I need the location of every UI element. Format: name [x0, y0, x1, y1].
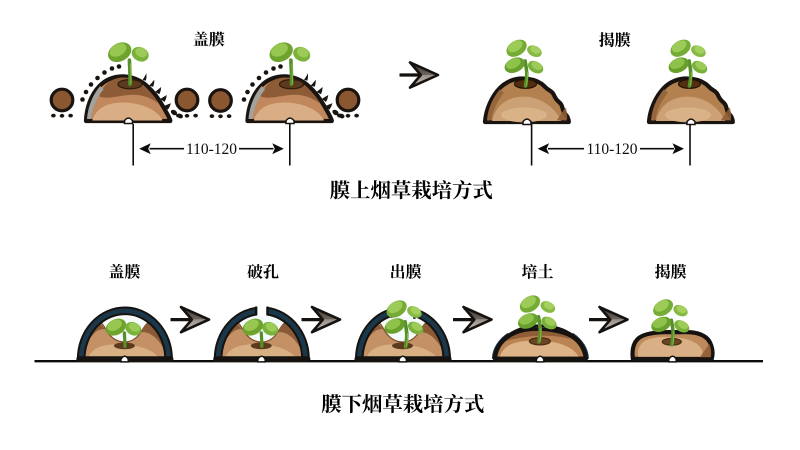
- row-spacing-left-value: 110-120: [186, 141, 237, 158]
- uncovered-ridge: [485, 36, 569, 124]
- dimension-arrowhead: [139, 143, 151, 155]
- soil-clod: [174, 87, 200, 120]
- svg-text:出膜: 出膜: [390, 263, 422, 281]
- lower-diagram: 盖膜 破孔 出膜 培土 揭膜: [34, 263, 763, 416]
- base-notch: [257, 355, 266, 363]
- stage-label: 破孔: [247, 263, 279, 281]
- step-arrow: [299, 305, 342, 334]
- stage-label: 盖膜: [108, 263, 140, 281]
- stage-label: 培土: [521, 263, 554, 281]
- row-spacing-right: 110-120: [530, 124, 691, 166]
- stage-hole-broken: [213, 305, 310, 363]
- lower-caption: 膜下烟草栽培方式: [321, 393, 484, 416]
- dimension-arrowhead: [672, 143, 684, 155]
- base-notch: [668, 355, 677, 363]
- base-notch: [535, 355, 545, 363]
- row-spacing-left: 110-120: [132, 124, 291, 166]
- svg-text:膜下烟草栽培方式: 膜下烟草栽培方式: [321, 393, 484, 416]
- svg-text:培土: 培土: [521, 263, 553, 281]
- dimension-arrowhead: [272, 143, 284, 155]
- step-arrow: [168, 305, 211, 334]
- stage-emerging: [355, 295, 452, 363]
- svg-text:揭膜: 揭膜: [599, 31, 631, 49]
- svg-text:盖膜: 盖膜: [108, 263, 140, 281]
- svg-text:膜上烟草栽培方式: 膜上烟草栽培方式: [330, 179, 493, 202]
- stage-film-on: [76, 311, 173, 362]
- upper-diagram: 盖膜 110-120 揭膜 110-120 膜: [49, 31, 733, 202]
- stage-label: 揭膜: [654, 263, 687, 281]
- soil-clod: [335, 87, 361, 120]
- row-spacing-right-value: 110-120: [586, 141, 637, 158]
- covered-ridge: [242, 38, 345, 123]
- stage-label: 出膜: [390, 263, 422, 281]
- covered-ridge: [80, 38, 183, 123]
- soil-clod: [49, 87, 75, 120]
- base-notch: [398, 355, 408, 363]
- base-notch: [120, 355, 130, 363]
- dimension-arrowhead: [537, 143, 550, 155]
- upper-caption: 膜上烟草栽培方式: [330, 179, 493, 202]
- step-arrow: [587, 305, 630, 334]
- step-arrow: [451, 305, 494, 334]
- svg-text:破孔: 破孔: [247, 263, 279, 281]
- soil-clod: [208, 88, 233, 120]
- stage-film-removed: [630, 294, 715, 363]
- svg-text:盖膜: 盖膜: [193, 31, 225, 49]
- film-removed-label: 揭膜: [599, 31, 631, 49]
- film-on-label: 盖膜: [193, 31, 225, 49]
- upper-film-on-group: 盖膜 110-120: [49, 31, 361, 166]
- uncovered-ridge: [649, 36, 733, 124]
- stage-hilling: [491, 290, 589, 363]
- upper-film-removed-group: 揭膜 110-120: [485, 31, 733, 166]
- transition-arrow: [397, 60, 440, 90]
- svg-text:揭膜: 揭膜: [655, 263, 687, 281]
